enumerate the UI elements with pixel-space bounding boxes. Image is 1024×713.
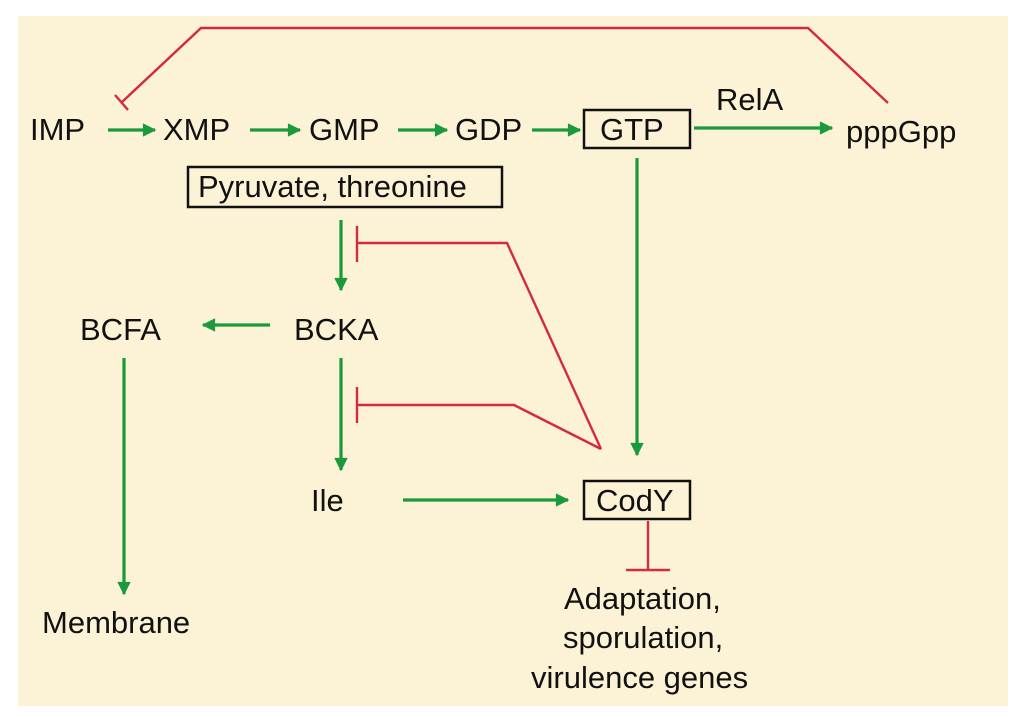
node-bcfa: BCFA [80,312,161,347]
inhibition-cody-to-bcka-step [357,403,602,451]
node-gmp: GMP [309,112,380,147]
pyruvate-threonine-box [186,165,504,209]
cody-box [582,479,692,521]
outcome-line-1: Adaptation, [564,581,721,616]
node-ile: Ile [311,483,344,518]
node-gdp: GDP [455,112,522,147]
outcome-line-3: virulence genes [531,660,748,695]
diagram-background [18,16,1008,706]
inhibition-bar-imp [114,94,129,111]
outcome-line-2: sporulation, [563,620,723,655]
node-gtp: GTP [600,112,664,147]
node-bcka: BCKA [294,312,379,347]
node-pyruvate-threonine: Pyruvate, threonine [198,169,467,204]
node-pppgpp: pppGpp [846,114,956,149]
inhibition-pppgpp-to-imp [121,26,889,104]
inhibition-cody-to-pyruvate-step [357,241,603,450]
node-cody: CodY [596,483,674,518]
node-imp: IMP [30,112,85,147]
node-xmp: XMP [163,112,230,147]
gtp-box [582,108,692,150]
node-membrane: Membrane [42,605,190,640]
node-rela: RelA [716,82,784,117]
